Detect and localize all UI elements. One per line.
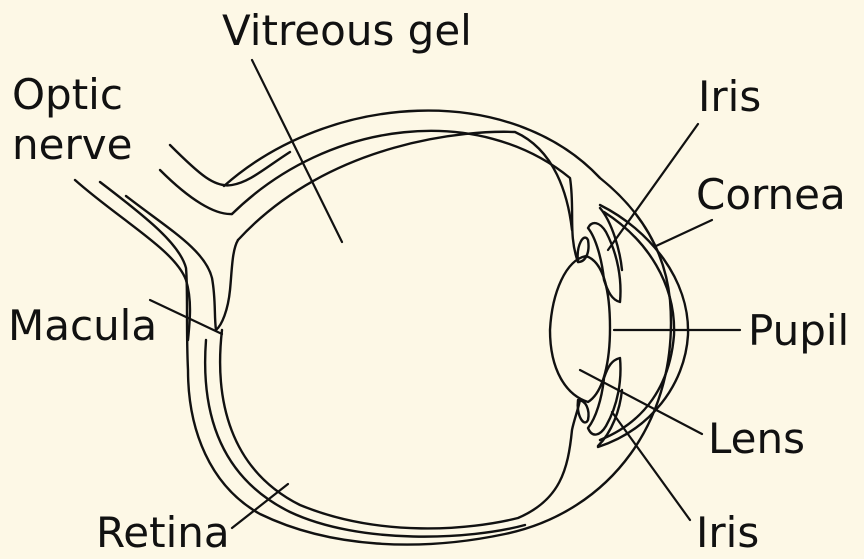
label-nerve: nerve (12, 124, 132, 166)
choroid-line (232, 131, 578, 262)
optic-nerve-mid (160, 170, 232, 214)
choroid-lower (205, 340, 525, 537)
leader-iris-top (608, 124, 698, 250)
optic-disc (216, 240, 238, 330)
label-retina: Retina (96, 512, 230, 554)
retina-lower (220, 330, 580, 528)
label-pupil: Pupil (748, 310, 849, 352)
label-macula: Macula (8, 305, 157, 347)
leader-cornea (656, 220, 712, 246)
leader-iris-bottom (612, 412, 690, 520)
label-optic: Optic (12, 74, 123, 116)
label-iris-bottom: Iris (696, 512, 759, 554)
label-vitreous-gel: Vitreous gel (222, 10, 472, 52)
label-cornea: Cornea (696, 174, 846, 216)
iris-upper (588, 223, 620, 302)
label-lens: Lens (708, 418, 805, 460)
sclera-outer (100, 111, 671, 545)
label-iris-top: Iris (698, 76, 761, 118)
